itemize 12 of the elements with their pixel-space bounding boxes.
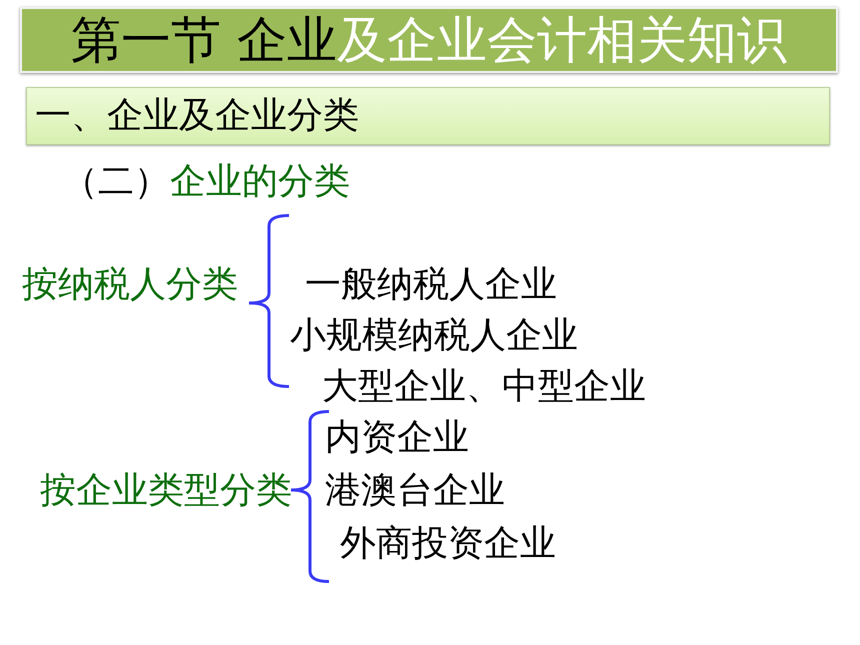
- section-subheading: （二）企业的分类: [62, 161, 350, 202]
- list-item: 外商投资企业: [340, 523, 556, 564]
- list-item: 港澳台企业: [325, 470, 505, 512]
- list-item: 大型企业、中型企业: [322, 366, 646, 408]
- section-heading: 一、企业及企业分类: [35, 95, 359, 137]
- slide-title: 第一节 企业及企业会计相关知识: [71, 12, 787, 68]
- category-label: 按企业类型分类: [40, 470, 292, 512]
- category-label: 按纳税人分类: [22, 264, 238, 306]
- list-item: 内资企业: [325, 417, 469, 458]
- list-item: 小规模纳税人企业: [290, 315, 578, 356]
- list-item: 一般纳税人企业: [305, 264, 557, 306]
- section-band: [26, 87, 830, 145]
